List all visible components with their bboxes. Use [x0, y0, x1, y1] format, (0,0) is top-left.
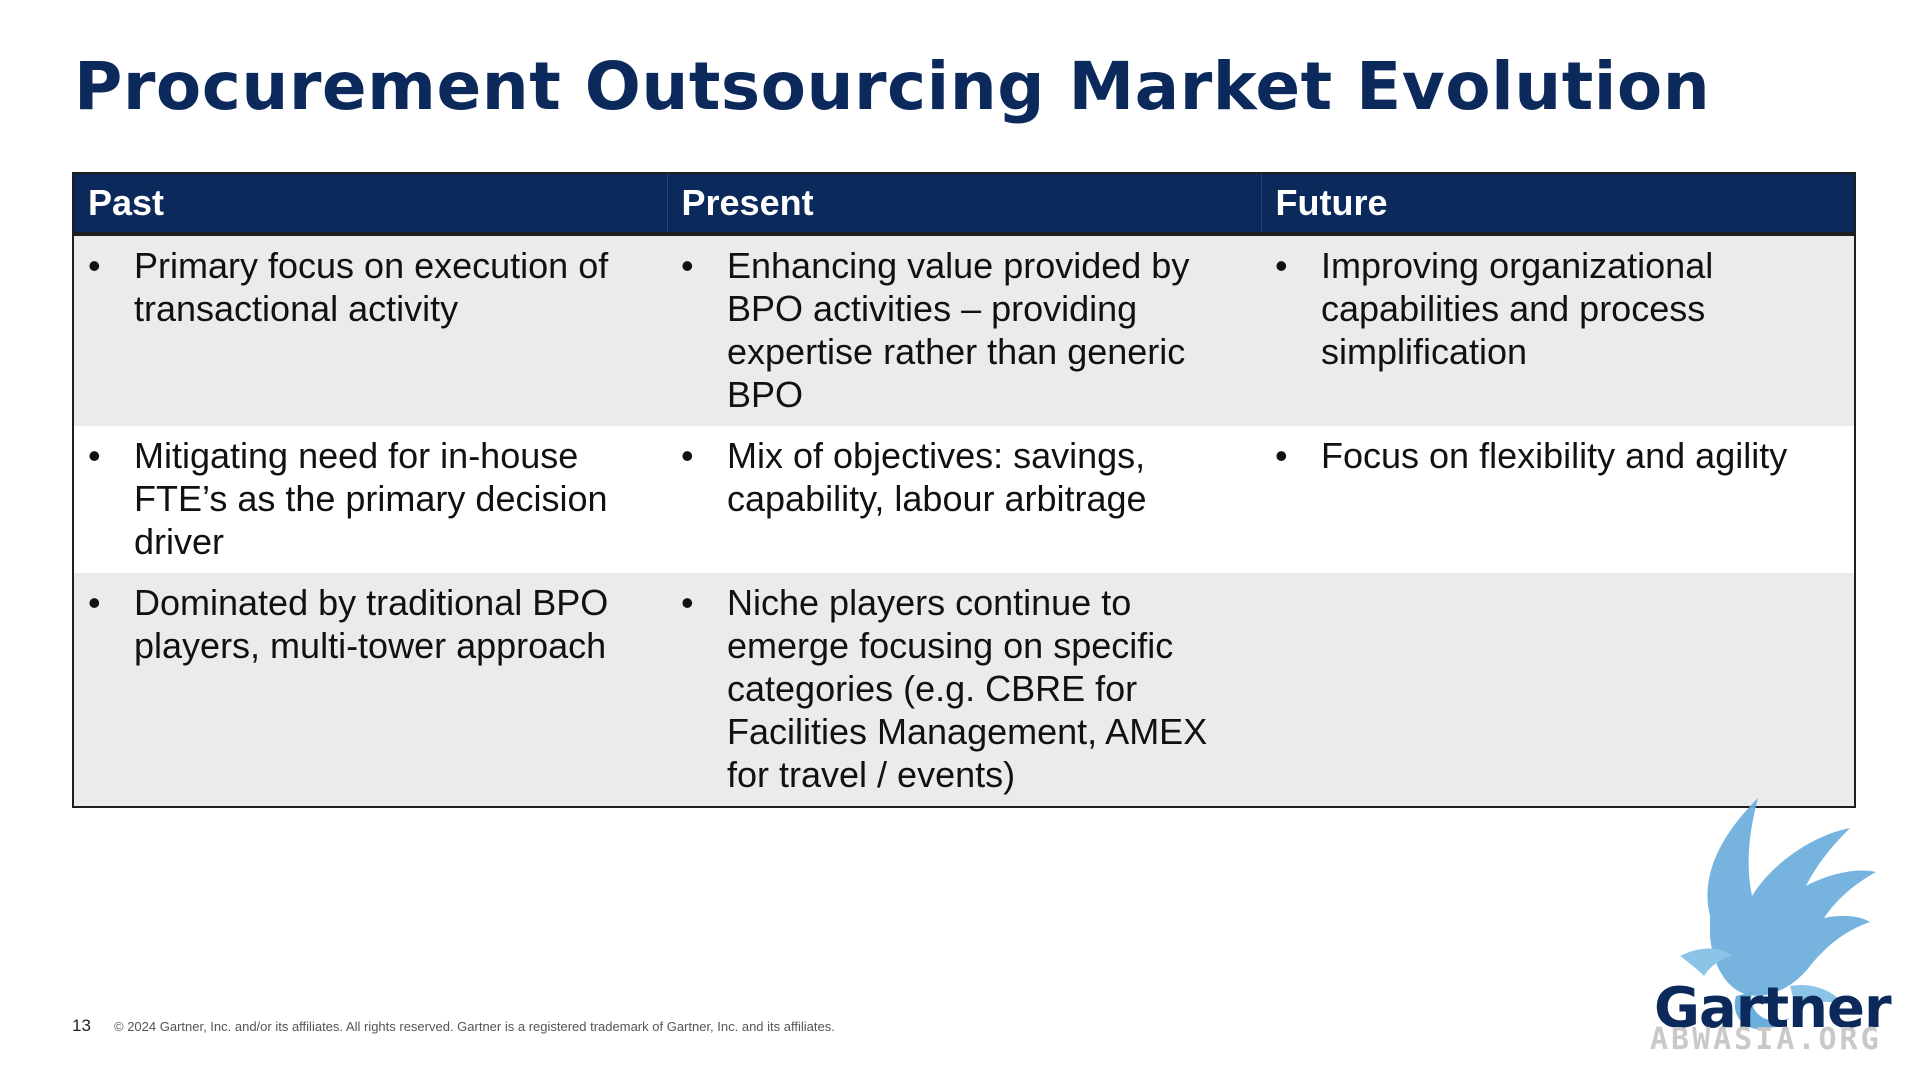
cell-text: Enhancing value provided by BPO activiti… — [727, 245, 1190, 415]
header-future: Future — [1261, 173, 1856, 236]
bullet: • — [681, 582, 694, 623]
bullet: • — [681, 435, 694, 476]
cell-text: Dominated by traditional BPO players, mu… — [134, 582, 609, 666]
header-past: Past — [73, 173, 668, 236]
cell-text: Mix of objectives: savings, capability, … — [727, 435, 1147, 519]
table-cell: • Primary focus on execution of transacti… — [73, 234, 667, 426]
table-row: • Mitigating need for in-house FTE’s as t… — [73, 426, 1855, 573]
table-row: • Primary focus on execution of transacti… — [73, 234, 1855, 426]
table-cell: • Focus on flexibility and agility — [1261, 426, 1855, 573]
bullet: • — [88, 245, 101, 286]
cell-text: Mitigating need for in-house FTE’s as th… — [134, 435, 608, 562]
page-title: Procurement Outsourcing Market Evolution — [74, 48, 1711, 125]
bird-icon — [1680, 798, 1876, 1030]
cell-text: Improving organizational capabilities an… — [1321, 245, 1714, 372]
gartner-logo: Gartner — [1654, 976, 1892, 1041]
table-cell: • Niche players continue to emerge focusi… — [667, 573, 1261, 807]
cell-text: Primary focus on execution of transactio… — [134, 245, 609, 329]
table-cell: • Enhancing value provided by BPO activit… — [667, 234, 1261, 426]
table-header-row: Past Present Future — [73, 173, 1856, 236]
watermark: ABWASIA.ORG — [1650, 1022, 1882, 1057]
cell-text: Niche players continue to emerge focusin… — [727, 582, 1208, 795]
table-cell: • Mix of objectives: savings, capability,… — [667, 426, 1261, 573]
page-number: 13 — [72, 1016, 91, 1035]
bullet: • — [1275, 435, 1288, 476]
copyright-notice: © 2024 Gartner, Inc. and/or its affiliat… — [114, 1019, 835, 1034]
evolution-table: Past Present Future • Primary focus on ex… — [72, 172, 1856, 808]
table-cell: • Improving organizational capabilities a… — [1261, 234, 1855, 426]
table-cell-empty — [1261, 573, 1855, 807]
bullet: • — [88, 582, 101, 623]
cell-text: Focus on flexibility and agility — [1321, 435, 1788, 476]
table-cell: • Mitigating need for in-house FTE’s as t… — [73, 426, 667, 573]
table-cell: • Dominated by traditional BPO players, m… — [73, 573, 667, 807]
header-present: Present — [667, 173, 1262, 236]
bullet: • — [1275, 245, 1288, 286]
bullet: • — [681, 245, 694, 286]
table-row: • Dominated by traditional BPO players, m… — [73, 573, 1855, 807]
bullet: • — [88, 435, 101, 476]
